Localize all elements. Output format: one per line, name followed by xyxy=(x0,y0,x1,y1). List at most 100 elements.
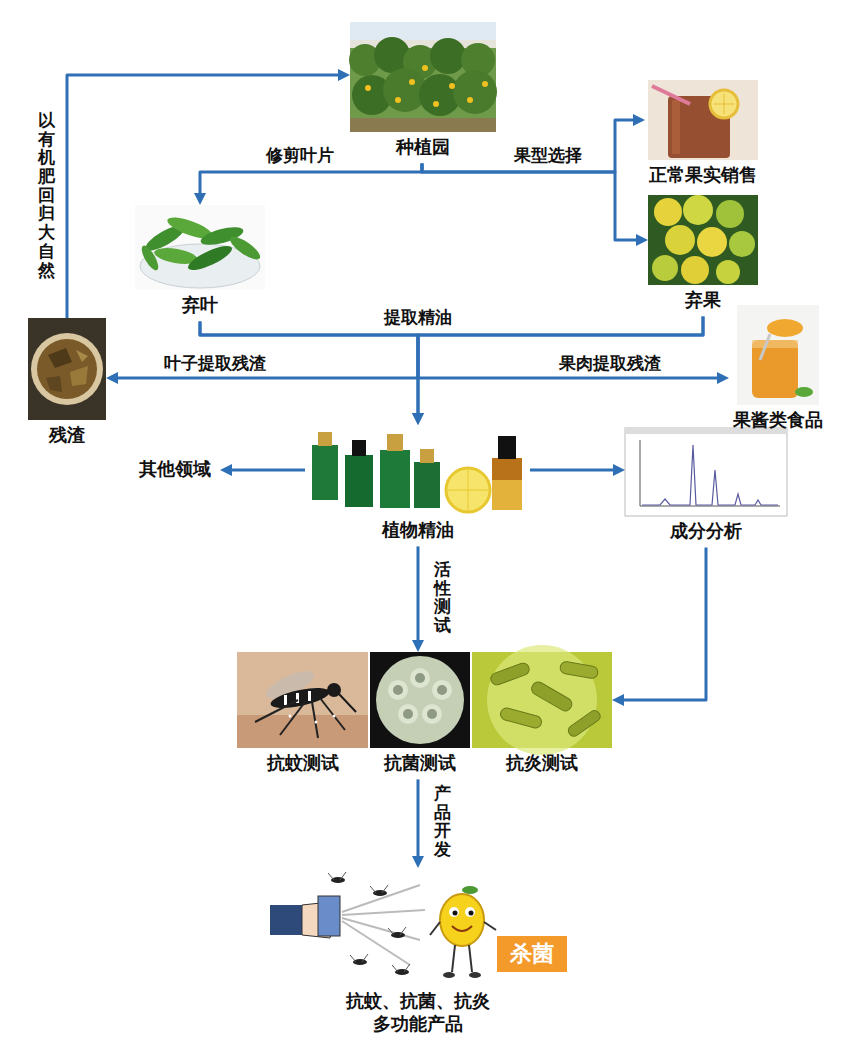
image-node: 弃叶 xyxy=(135,205,265,321)
essential-oil-photo-part xyxy=(446,468,490,512)
edge-label: 叶子提取残渣 xyxy=(162,353,268,374)
plantation-photo xyxy=(349,22,497,132)
flow-arrow xyxy=(417,779,420,863)
mosquito-photo-part xyxy=(315,721,318,724)
petri-dish-photo-part xyxy=(393,685,403,695)
lemons-photo-part xyxy=(648,195,758,285)
bacteria-image-part xyxy=(566,709,602,739)
node-label: 弃叶 xyxy=(182,294,218,317)
residue-photo xyxy=(28,318,106,420)
petri-dish-photo xyxy=(370,652,470,748)
product-illustration-part xyxy=(328,873,334,880)
image-area xyxy=(265,868,570,990)
residue-photo-part xyxy=(28,318,106,420)
residue-photo-part xyxy=(46,376,62,392)
image-node: 抗蚊、抗菌、抗炎 多功能产品 xyxy=(265,868,570,1041)
product-illustration-part xyxy=(391,932,405,938)
bacteria-image-part xyxy=(489,662,531,687)
product-illustration-part xyxy=(331,877,345,883)
product-illustration-part xyxy=(353,959,367,965)
product-illustration-part xyxy=(318,896,340,936)
product-illustration-part xyxy=(465,907,475,917)
jam-photo-part xyxy=(752,340,798,348)
edge-label: 提取精油 xyxy=(382,307,454,328)
plantation-photo-part xyxy=(453,70,497,114)
product-illustration-part xyxy=(469,911,474,916)
lemons-photo-part xyxy=(729,231,755,257)
product-illustration-part xyxy=(497,936,567,972)
bacteria-image-part xyxy=(529,680,574,713)
plantation-photo-part xyxy=(350,118,496,132)
node-label: 抗菌测试 xyxy=(384,752,456,775)
petri-dish-photo-part xyxy=(370,652,470,748)
product-illustration-part xyxy=(452,926,472,931)
connector-group xyxy=(67,75,724,863)
essential-oil-photo-part xyxy=(414,462,440,508)
flow-arrow xyxy=(67,75,345,318)
essential-oil-photo-part xyxy=(498,436,516,459)
lemons-photo-part xyxy=(716,200,744,228)
mosquito-photo-part xyxy=(237,715,368,748)
badge-text: 杀菌 xyxy=(510,941,554,967)
image-node: 成分分析 xyxy=(625,428,787,547)
residue-photo-part xyxy=(31,333,103,405)
image-node: 抗炎测试 xyxy=(472,652,612,779)
petri-dish-photo-part xyxy=(432,680,452,700)
image-area xyxy=(648,195,758,289)
product-illustration-part xyxy=(370,886,376,893)
bacteria-image-part xyxy=(499,707,543,729)
label-row: 其他领域 xyxy=(130,458,220,481)
image-area xyxy=(370,652,470,752)
product-illustration-part xyxy=(404,964,410,972)
chromatogram-image-part xyxy=(640,440,780,506)
product-illustration-part xyxy=(340,872,346,880)
petri-dish-photo-part xyxy=(415,673,425,683)
flow-arrow xyxy=(418,316,724,378)
flow-arrow xyxy=(418,316,703,420)
node-label: 其他领域 xyxy=(139,458,211,481)
plantation-photo-part xyxy=(395,97,401,103)
lemons-photo-part xyxy=(652,255,678,281)
mosquito-photo-part xyxy=(289,715,292,718)
lemon-tea-photo-part xyxy=(648,80,758,160)
residue-photo-part xyxy=(70,366,88,386)
essential-oil-photo-part xyxy=(305,425,530,515)
edge-label: 果肉提取残渣 xyxy=(557,353,663,374)
node-label: 抗蚊、抗菌、抗炎 多功能产品 xyxy=(342,990,494,1037)
label-row: 抗蚊测试 xyxy=(237,752,368,775)
lemon-tea-photo-part xyxy=(672,100,680,154)
plantation-photo-part xyxy=(482,81,488,87)
jam-photo xyxy=(737,305,819,405)
jam-photo-part xyxy=(760,334,770,360)
node-label: 残渣 xyxy=(49,424,85,447)
product-illustration-part xyxy=(350,955,356,962)
petri-dish-photo-part xyxy=(422,704,442,724)
lemons-photo-part xyxy=(681,256,709,284)
chromatogram-image xyxy=(625,428,787,516)
plantation-photo-part xyxy=(350,22,496,132)
label-row: 抗蚊、抗菌、抗炎 多功能产品 xyxy=(265,990,570,1037)
image-node: 抗蚊测试 xyxy=(237,652,368,779)
node-label: 成分分析 xyxy=(670,520,742,543)
plantation-photo-part xyxy=(422,65,428,71)
leaves-photo-part xyxy=(139,243,162,272)
lemons-photo-part xyxy=(697,227,727,257)
image-area xyxy=(237,652,368,752)
essential-oil-photo-part xyxy=(380,450,410,508)
edge-label: 修剪叶片 xyxy=(264,145,336,166)
product-illustration-part xyxy=(469,945,472,972)
residue-photo-part xyxy=(37,339,97,399)
plantation-photo-part xyxy=(409,79,415,85)
label-row: 成分分析 xyxy=(625,520,787,543)
image-area xyxy=(28,318,106,424)
product-illustration xyxy=(270,872,567,978)
essential-oil-photo-part xyxy=(312,445,338,500)
product-illustration-part xyxy=(362,954,368,962)
image-node: 弃果 xyxy=(648,195,758,316)
mosquito-photo-part xyxy=(237,652,368,748)
mosquito-photo-part xyxy=(255,700,298,722)
image-node: 正常果实销售 xyxy=(645,80,761,191)
petri-dish-photo-part xyxy=(403,709,413,719)
flow-arrow xyxy=(417,546,420,647)
